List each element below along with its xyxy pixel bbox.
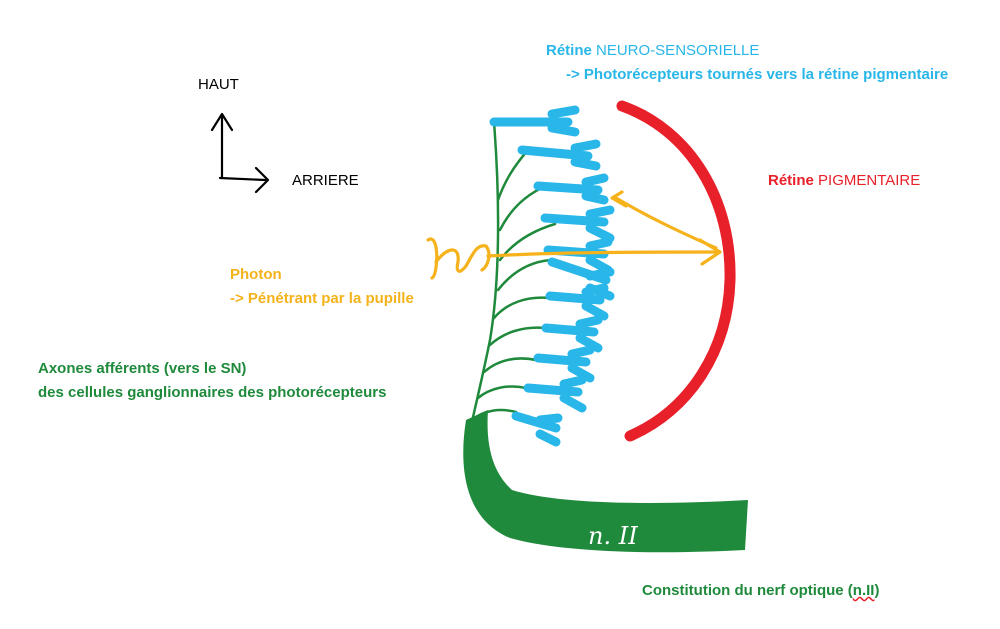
photoreceptor	[523, 375, 587, 413]
photoreceptor	[489, 105, 580, 137]
optic-nerve-caption-suffix: )	[874, 582, 880, 599]
neuro-retina-title: Rétine NEURO-SENSORIELLE	[546, 42, 759, 60]
photon-reflect-head	[610, 190, 628, 208]
pigment-retina-title-main: PIGMENTAIRE	[818, 172, 921, 189]
photoreceptor	[511, 411, 563, 447]
photoreceptor	[517, 139, 601, 171]
photoreceptor	[545, 283, 609, 321]
pigment-retina-arc	[616, 100, 736, 442]
photon-ray	[486, 250, 720, 258]
axons-line2: des cellules ganglionnaires des photoréc…	[38, 384, 387, 401]
neuro-retina-subtitle: -> Photorécepteurs tournés vers la rétin…	[566, 66, 949, 83]
neuro-retina-title-prefix: Rétine	[546, 42, 597, 59]
back-arrow	[218, 166, 270, 194]
pigment-retina-title-prefix: Rétine	[768, 172, 819, 189]
photon-subtitle: -> Pénétrant par la pupille	[230, 290, 414, 307]
optic-nerve-caption: Constitution du nerf optique (n.II)	[642, 582, 879, 600]
photon-title: Photon	[230, 266, 282, 283]
photoreceptor	[533, 173, 609, 205]
photoreceptor	[541, 315, 603, 353]
optic-nerve: n. II	[463, 410, 748, 553]
axons-line1: Axones afférents (vers le SN)	[38, 360, 247, 377]
photon-reflect	[614, 196, 718, 250]
pigment-retina-title: Rétine PIGMENTAIRE	[768, 172, 920, 190]
up-label: HAUT	[198, 76, 239, 93]
photoreceptor	[540, 205, 615, 243]
back-label: ARRIERE	[292, 172, 359, 189]
photon-symbol	[426, 237, 491, 280]
photoreceptor	[533, 345, 595, 383]
neuro-retina-title-main: NEURO-SENSORIELLE	[596, 42, 760, 59]
optic-nerve-caption-prefix: Constitution du nerf optique (	[642, 582, 853, 599]
optic-nerve-handwritten-label: n. II	[588, 522, 638, 550]
optic-nerve-caption-abbrev: n.II	[852, 582, 875, 599]
up-arrow	[210, 112, 234, 180]
photon-path	[426, 190, 722, 280]
orientation-arrows	[210, 112, 270, 194]
